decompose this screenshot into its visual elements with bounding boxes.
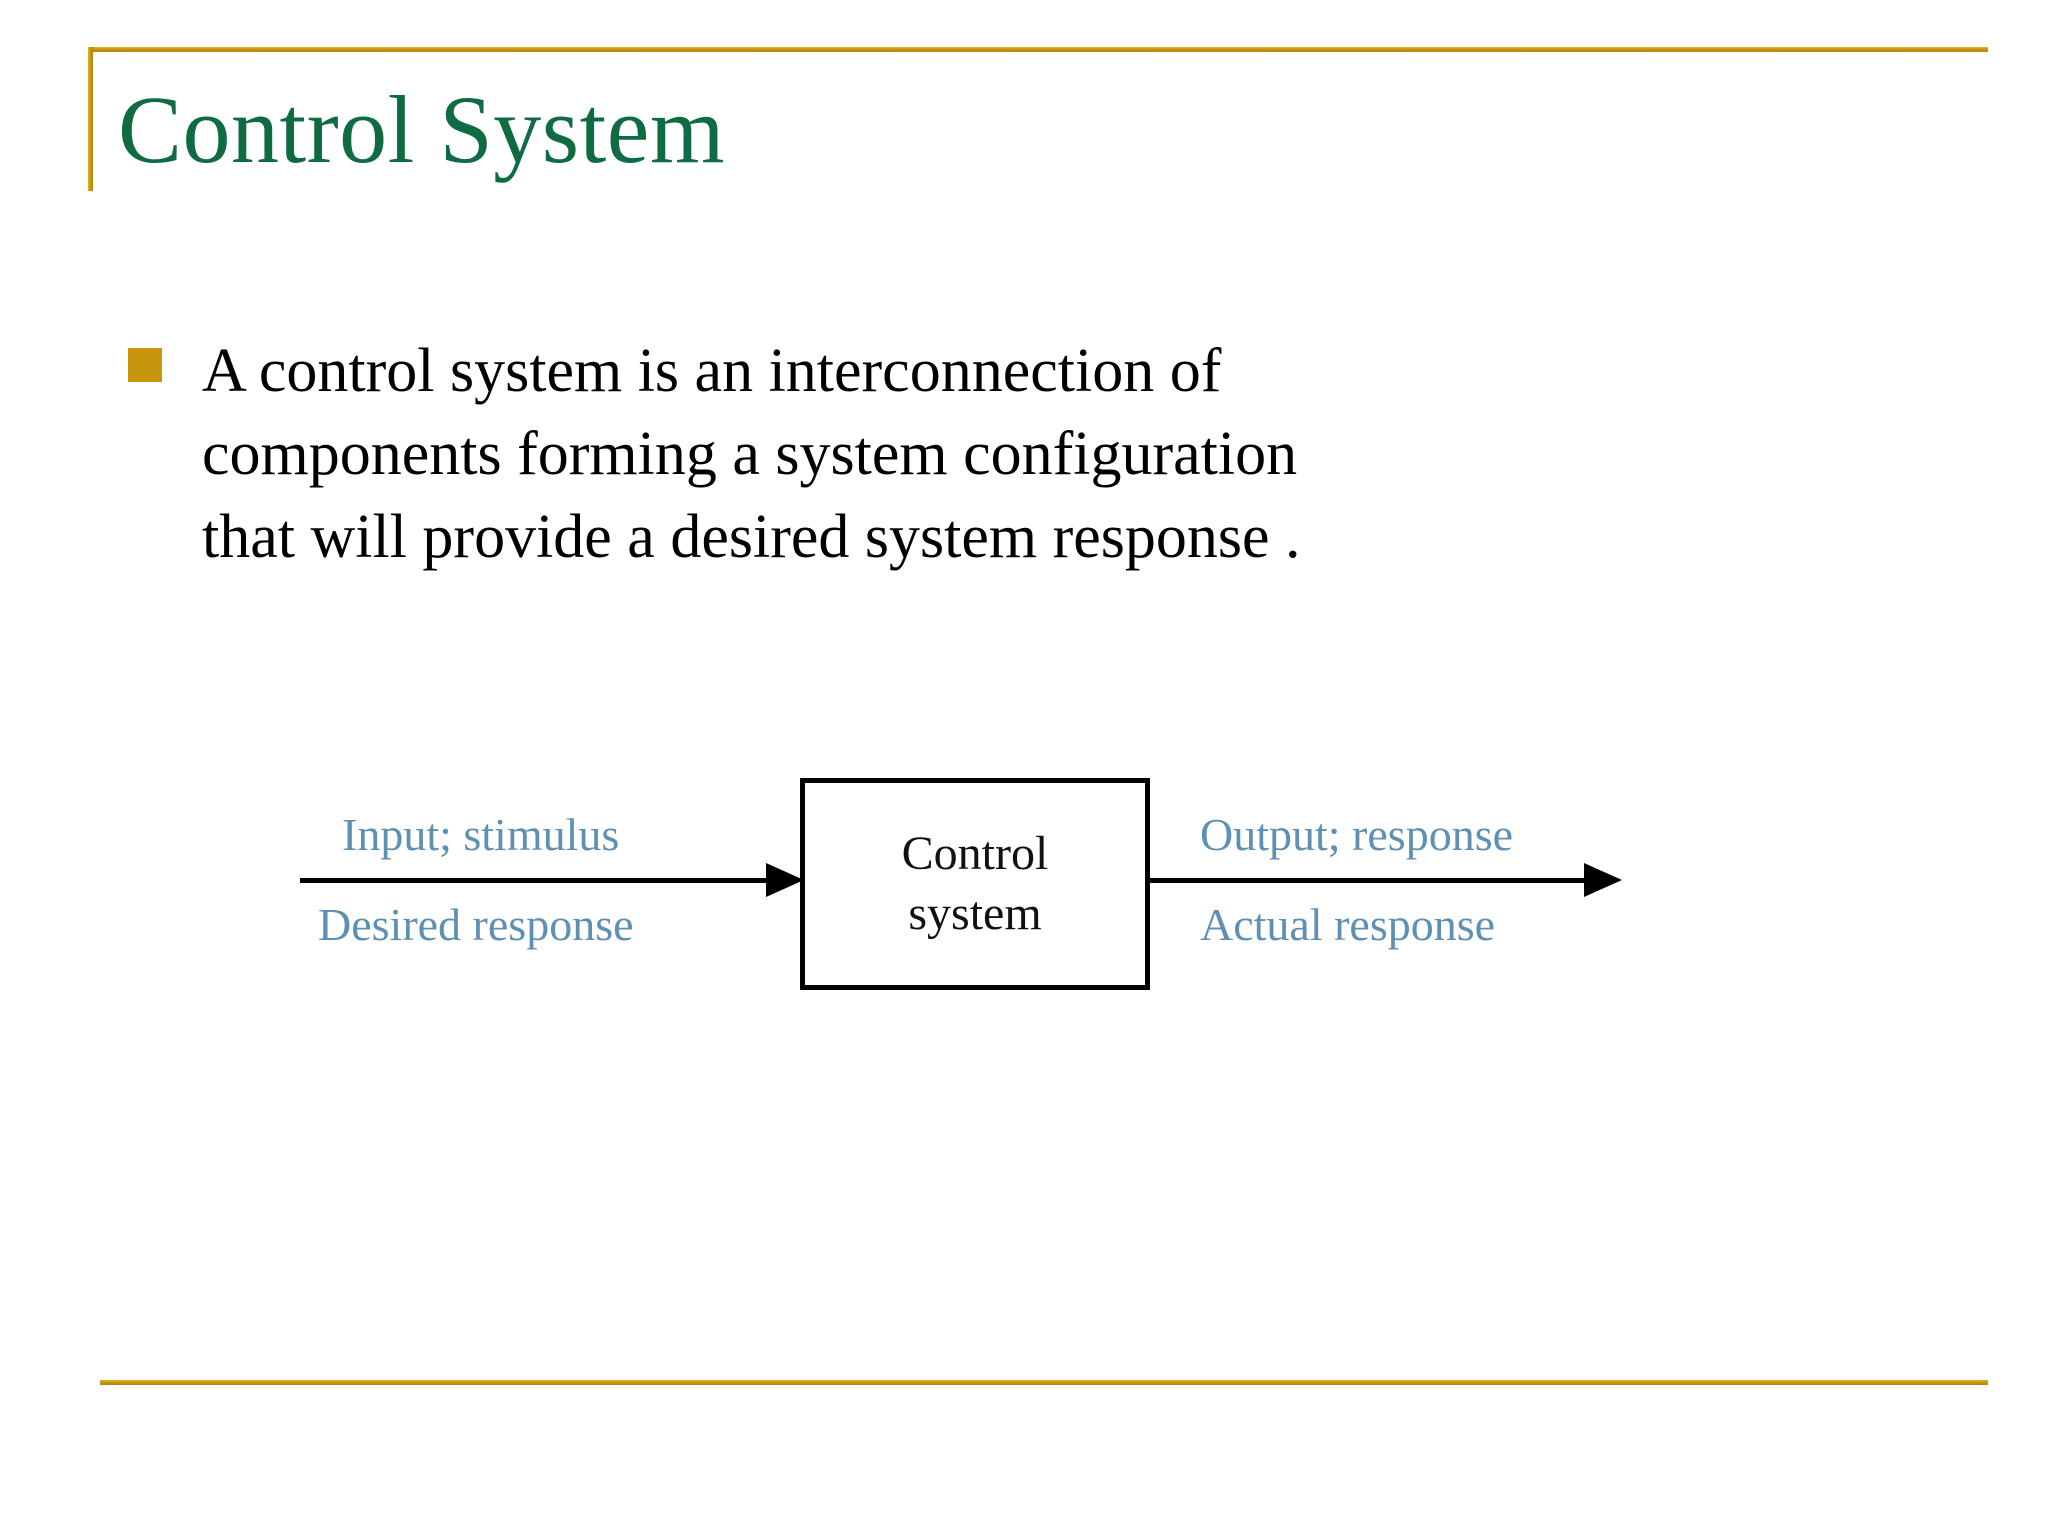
output-arrow-line xyxy=(1150,878,1590,883)
output-arrow-head-icon xyxy=(1584,863,1622,897)
square-bullet-icon xyxy=(128,348,162,382)
block-label-line-2: system xyxy=(908,887,1042,940)
actual-response-label: Actual response xyxy=(1200,899,1496,950)
input-stimulus-label: Input; stimulus xyxy=(342,809,620,860)
gold-rule-left xyxy=(88,47,93,191)
paragraph-line-2: components forming a system configuratio… xyxy=(202,420,1298,489)
paragraph-line-3: that will provide a desired system respo… xyxy=(202,503,1301,572)
control-system-block-diagram: Input; stimulus Desired response Control… xyxy=(300,760,1660,1010)
page-title: Control System xyxy=(118,76,726,183)
output-response-label: Output; response xyxy=(1200,809,1514,860)
bullet-list: A control system is an interconnection o… xyxy=(128,330,1958,579)
gold-rule-bottom xyxy=(100,1380,1988,1385)
input-arrow-head-icon xyxy=(766,863,804,897)
control-system-block: Control system xyxy=(800,778,1150,990)
paragraph-line-1: A control system is an interconnection o… xyxy=(202,337,1222,405)
block-label-line-1: Control xyxy=(901,827,1049,881)
desired-response-label: Desired response xyxy=(318,899,634,950)
input-arrow-line xyxy=(300,878,770,883)
gold-rule-top xyxy=(88,47,1988,52)
bullet-paragraph: A control system is an interconnection o… xyxy=(202,330,1958,579)
